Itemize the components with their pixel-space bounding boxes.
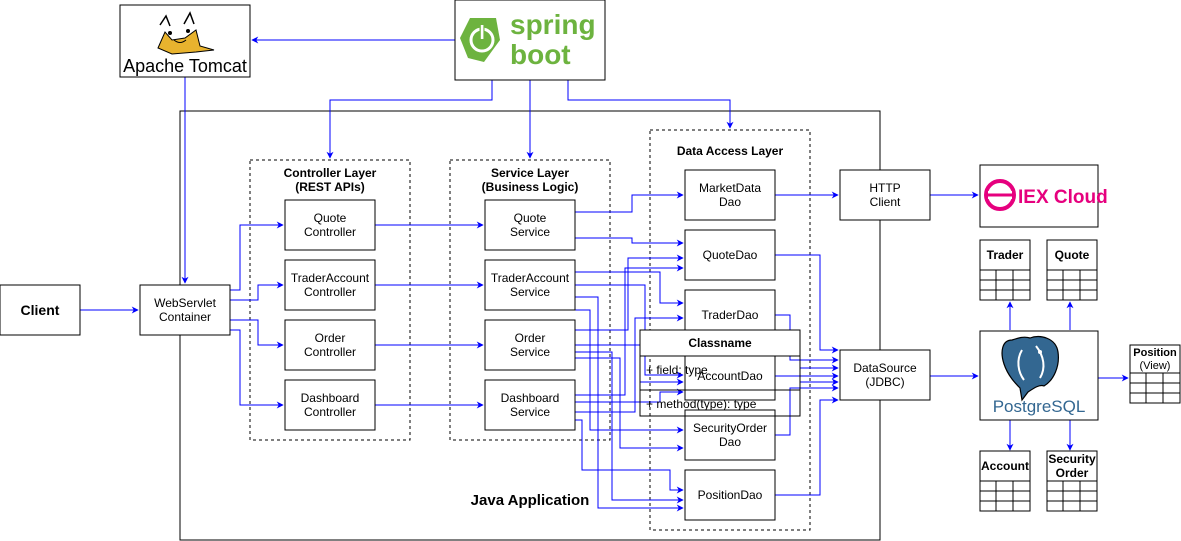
svg-text:TraderDao: TraderDao xyxy=(702,308,759,322)
iex-label: IEX Cloud xyxy=(1018,187,1108,208)
quote-service-node: Quote Service xyxy=(484,199,576,251)
svg-text:QuoteDao: QuoteDao xyxy=(703,248,758,262)
svg-text:PositionDao: PositionDao xyxy=(698,488,763,502)
iex-logo-icon xyxy=(984,179,1016,211)
java-application-label: Java Application xyxy=(471,492,590,509)
service-layer-subtitle: (Business Logic) xyxy=(482,180,579,194)
data-access-layer-title: Data Access Layer xyxy=(677,144,784,158)
spring-label: spring xyxy=(510,9,596,40)
svg-text:Dao: Dao xyxy=(719,195,741,209)
svg-text:AccountDao: AccountDao xyxy=(697,369,763,383)
datasource-node: DataSource (JDBC) xyxy=(839,349,931,401)
webservlet-container-node: WebServlet Container xyxy=(139,284,231,336)
market-data-dao-node: MarketData Dao xyxy=(684,169,776,221)
service-layer-container xyxy=(449,159,611,441)
svg-text:DataSource: DataSource xyxy=(853,361,917,375)
postgres-label: PostgreSQL xyxy=(993,397,1086,416)
svg-text:Security: Security xyxy=(1048,452,1096,466)
order-controller-node: Order Controller xyxy=(284,319,376,371)
svg-text:HTTP: HTTP xyxy=(869,181,900,195)
svg-text:Service: Service xyxy=(510,405,550,419)
position-dao-node: PositionDao xyxy=(684,469,776,521)
svg-text:Controller: Controller xyxy=(304,345,356,359)
controller-layer-title: Controller Layer xyxy=(284,166,377,180)
edges xyxy=(80,36,1129,512)
dashboard-controller-node: Dashboard Controller xyxy=(284,379,376,431)
spring-boot-node: spring boot xyxy=(454,0,606,81)
account-table-node: Account xyxy=(979,450,1031,512)
trader-account-service-node: TraderAccount Service xyxy=(484,259,576,311)
controller-layer-subtitle: (REST APIs) xyxy=(295,180,365,194)
security-order-table-node: Security Order xyxy=(1046,450,1098,512)
svg-text:Dashboard: Dashboard xyxy=(301,391,360,405)
quote-dao-node: QuoteDao xyxy=(684,229,776,281)
svg-text:Order: Order xyxy=(1056,466,1089,480)
svg-text:Quote: Quote xyxy=(514,211,547,225)
svg-text:+ method(type): type: + method(type): type xyxy=(646,397,757,411)
svg-text:SecurityOrder: SecurityOrder xyxy=(693,421,767,435)
trader-account-controller-node: TraderAccount Controller xyxy=(284,259,376,311)
http-client-node: HTTP Client xyxy=(839,169,931,221)
postgresql-node: PostgreSQL xyxy=(979,330,1099,421)
svg-text:Controller: Controller xyxy=(304,285,356,299)
spring-power-icon xyxy=(460,18,500,62)
svg-text:TraderAccount: TraderAccount xyxy=(491,271,570,285)
quote-table-node: Quote xyxy=(1046,239,1098,301)
svg-text:Service: Service xyxy=(510,285,550,299)
account-dao-node: AccountDao xyxy=(684,349,776,401)
svg-text:Container: Container xyxy=(159,310,211,324)
svg-text:(JDBC): (JDBC) xyxy=(865,375,904,389)
tomcat-cat-icon xyxy=(157,11,215,55)
uml-classname-box: Classname + field: type + method(type): … xyxy=(639,329,801,417)
postgres-elephant-icon xyxy=(1001,335,1059,402)
apache-tomcat-node: Apache Tomcat xyxy=(119,4,251,78)
svg-text:Dashboard: Dashboard xyxy=(501,391,560,405)
svg-text:WebServlet: WebServlet xyxy=(154,296,216,310)
svg-text:MarketData: MarketData xyxy=(699,181,761,195)
client-node: Client xyxy=(0,284,81,336)
svg-text:Client: Client xyxy=(870,195,901,209)
security-order-dao-node: SecurityOrder Dao xyxy=(684,409,776,461)
svg-text:Quote: Quote xyxy=(1055,248,1090,262)
quote-controller-node: Quote Controller xyxy=(284,199,376,251)
svg-text:Trader: Trader xyxy=(987,248,1024,262)
svg-text:Controller: Controller xyxy=(304,405,356,419)
svg-text:Quote: Quote xyxy=(314,211,347,225)
trader-table-node: Trader xyxy=(979,239,1031,301)
svg-text:(View): (View) xyxy=(1140,360,1171,372)
svg-text:Position: Position xyxy=(1133,347,1177,359)
svg-text:Service: Service xyxy=(510,345,550,359)
dashboard-service-node: Dashboard Service xyxy=(484,379,576,431)
svg-text:Client: Client xyxy=(21,302,60,318)
svg-text:Dao: Dao xyxy=(719,435,741,449)
order-service-node: Order Service xyxy=(484,319,576,371)
iex-cloud-node: IEX Cloud xyxy=(979,164,1108,228)
svg-text:Order: Order xyxy=(315,331,346,345)
svg-text:Service: Service xyxy=(510,225,550,239)
svg-text:Account: Account xyxy=(981,459,1029,473)
tomcat-label: Apache Tomcat xyxy=(123,56,247,76)
service-layer-title: Service Layer xyxy=(491,166,569,180)
svg-text:+ field: type: + field: type xyxy=(646,363,708,377)
boot-label: boot xyxy=(510,39,571,70)
svg-text:Classname: Classname xyxy=(688,336,752,350)
svg-text:TraderAccount: TraderAccount xyxy=(291,271,370,285)
svg-text:Controller: Controller xyxy=(304,225,356,239)
svg-text:Order: Order xyxy=(515,331,546,345)
position-view-node: Position (View) xyxy=(1129,344,1181,404)
